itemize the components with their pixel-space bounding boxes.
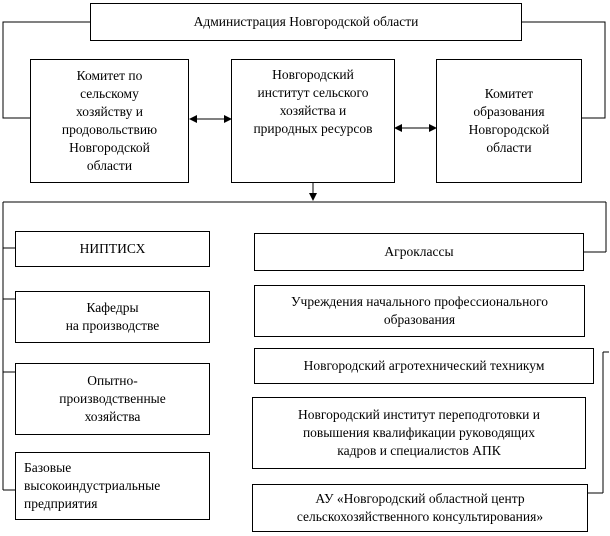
box-committee-edu: Комитет образования Новгородской области — [436, 59, 582, 183]
box-opytno: Опытно- производственные хозяйства — [15, 363, 210, 435]
box-institut-perepodgotovki: Новгородский институт переподготовки и п… — [252, 397, 586, 469]
connector-admin-agri — [2, 21, 90, 119]
box-agroklassy: Агроклассы — [254, 233, 584, 271]
box-institute: Новгородский институт сельского хозяйств… — [231, 59, 395, 183]
box-uchrezhdeniya: Учреждения начального профессионального … — [254, 285, 585, 337]
box-kafedry: Кафедры на производстве — [15, 291, 210, 343]
connector-admin-edu — [522, 21, 606, 119]
box-niptish: НИПТИСХ — [15, 231, 210, 267]
box-committee-agri: Комитет по сельскому хозяйству и продово… — [30, 59, 189, 183]
box-tekhnikum: Новгородский агротехнический техникум — [254, 348, 594, 384]
box-au-centr: АУ «Новгородский областной центр сельско… — [252, 484, 588, 532]
box-admin: Администрация Новгородской области — [90, 3, 522, 41]
box-bazovye: Базовые высокоиндустриальные предприятия — [15, 452, 210, 520]
